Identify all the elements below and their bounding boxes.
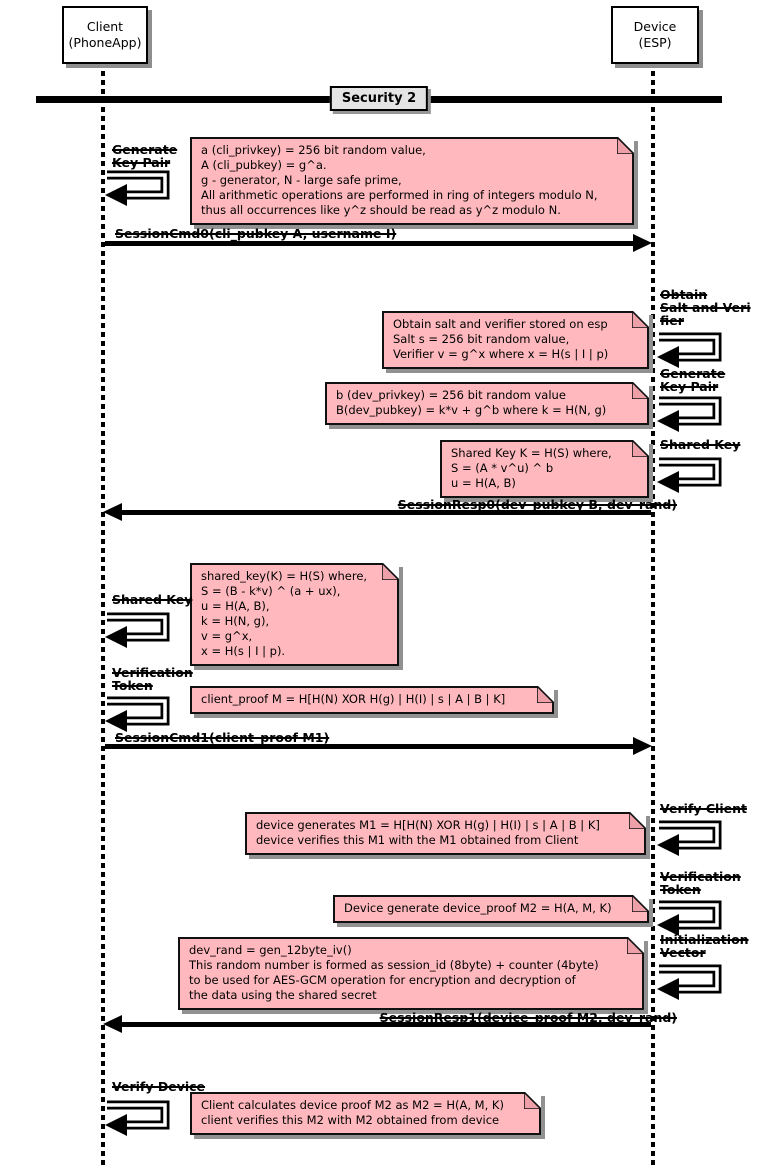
arrowhead-right-icon (633, 737, 652, 755)
self-message-arrow (105, 696, 170, 732)
participant-client: Client (PhoneApp) (62, 6, 148, 64)
note: device generates M1 = H[H(N) XOR H(g) | … (245, 812, 646, 855)
note-text: b (dev_privkey) = 256 bit random value B… (336, 388, 607, 417)
message-label: SessionResp0(dev_pubkey B, dev_rand) (397, 497, 677, 512)
arrowhead-right-icon (633, 234, 652, 252)
note-fold-icon (617, 137, 634, 154)
note-fold-icon (627, 937, 644, 954)
note-text: Client calculates device proof M2 as M2 … (201, 1098, 504, 1127)
self-message-label: Obtain Salt and Veri fier (660, 287, 751, 328)
note-text: dev_rand = gen_12byte_iv() This random n… (189, 943, 599, 1002)
note-fold-icon (632, 311, 649, 328)
divider-label: Security 2 (329, 86, 429, 111)
note-text: Shared Key K = H(S) where, S = (A * v^u)… (451, 446, 612, 490)
self-message-arrow (105, 1100, 170, 1136)
message-label: SessionResp1(device_proof M2, dev_rand) (379, 1010, 677, 1025)
arrowhead-left-icon (103, 1015, 122, 1033)
self-message-label: Verify Device (112, 1079, 206, 1094)
note-fold-icon (537, 686, 554, 703)
self-message-label: Verification Token (660, 869, 741, 897)
note-text: device generates M1 = H[H(N) XOR H(g) | … (256, 818, 600, 847)
note-fold-icon (524, 1092, 541, 1109)
note: b (dev_privkey) = 256 bit random value B… (325, 382, 649, 425)
message-line (121, 510, 651, 515)
client-lifeline (101, 62, 105, 1166)
self-message-arrow (657, 457, 722, 493)
note-text: client_proof M = H[H(N) XOR H(g) | H(I) … (201, 692, 506, 706)
note-text: Device generate device_proof M2 = H(A, M… (344, 901, 612, 915)
self-message-label: Initialization Vector (660, 932, 749, 960)
note-fold-icon (632, 440, 649, 457)
arrowhead-left-icon (103, 503, 122, 521)
note-fold-icon (382, 563, 399, 580)
note-fold-icon (629, 812, 646, 829)
note: a (cli_privkey) = 256 bit random value, … (190, 137, 634, 225)
note: Device generate device_proof M2 = H(A, M… (333, 895, 649, 923)
participant-device: Device (ESP) (611, 6, 699, 64)
device-lifeline (651, 62, 655, 1166)
self-message-label: Generate Key Pair (660, 366, 726, 394)
note: Shared Key K = H(S) where, S = (A * v^u)… (440, 440, 649, 498)
note-text: shared_key(K) = H(S) where, S = (B - k*v… (201, 569, 368, 658)
self-message-label: Verification Token (112, 665, 193, 693)
self-message-arrow (657, 820, 722, 856)
self-message-label: Generate Key Pair (112, 142, 178, 170)
note: dev_rand = gen_12byte_iv() This random n… (178, 937, 644, 1010)
self-message-label: Verify Client (660, 801, 747, 816)
message-label: SessionCmd0(cli_pubkey A, username I) (115, 226, 397, 241)
self-message-arrow (657, 964, 722, 1000)
message-line (105, 241, 634, 246)
note: Obtain salt and verifier stored on esp S… (382, 311, 649, 369)
note-text: a (cli_privkey) = 256 bit random value, … (201, 143, 598, 217)
self-message-arrow (657, 396, 722, 432)
note-fold-icon (632, 382, 649, 399)
self-message-arrow (657, 332, 722, 368)
note-text: Obtain salt and verifier stored on esp S… (393, 317, 609, 361)
message-label: SessionCmd1(client_proof M1) (115, 730, 330, 745)
message-line (105, 744, 634, 749)
self-message-arrow (657, 900, 722, 936)
self-message-arrow (105, 612, 170, 648)
note: shared_key(K) = H(S) where, S = (B - k*v… (190, 563, 399, 666)
note: Client calculates device proof M2 as M2 … (190, 1092, 541, 1135)
self-message-arrow (105, 170, 170, 206)
self-message-label: Shared Key (112, 592, 193, 607)
message-line (121, 1022, 651, 1027)
note-fold-icon (632, 895, 649, 912)
self-message-label: Shared Key (660, 437, 741, 452)
note: client_proof M = H[H(N) XOR H(g) | H(I) … (190, 686, 554, 714)
